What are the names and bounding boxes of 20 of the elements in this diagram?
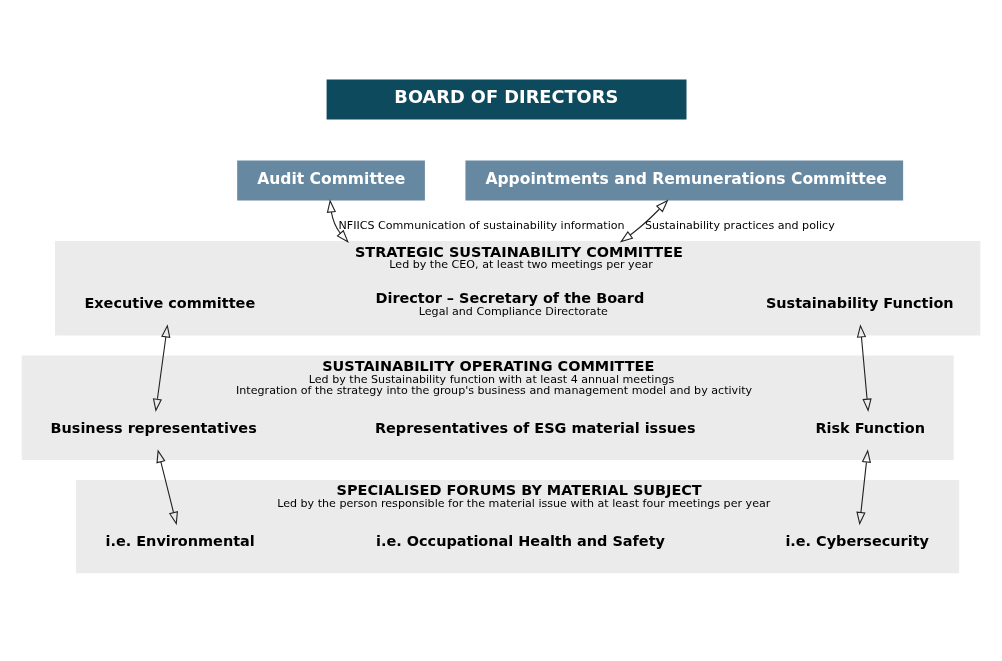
arrow bbox=[856, 324, 872, 412]
edge-label: NFIICS Communication of sustainability information bbox=[338, 219, 625, 233]
node-text: i.e. Environmental bbox=[105, 533, 255, 550]
node-box: Appointments and Remunerations Committee bbox=[465, 160, 904, 201]
node-text: Risk Function bbox=[815, 420, 925, 437]
edge-label: Sustainability practices and policy bbox=[644, 219, 835, 233]
arrow bbox=[156, 449, 178, 526]
node-text: Executive committee bbox=[84, 295, 256, 312]
arrow bbox=[152, 324, 171, 412]
node-box: BOARD OF DIRECTORS bbox=[326, 79, 687, 120]
node-text: Representatives of ESG material issues bbox=[374, 420, 696, 437]
arrow bbox=[326, 199, 349, 243]
node-box: Audit Committee bbox=[237, 160, 425, 201]
node-text: Business representatives bbox=[50, 420, 257, 437]
arrow bbox=[619, 199, 669, 243]
node-text: Sustainability Function bbox=[765, 295, 954, 312]
node-text: i.e. Occupational Health and Safety bbox=[376, 533, 665, 550]
node-text: Director – Secretary of the Board Legal and Compliance Directorate bbox=[375, 290, 645, 318]
node-text: i.e. Cybersecurity bbox=[785, 533, 929, 550]
arrow bbox=[856, 449, 872, 526]
